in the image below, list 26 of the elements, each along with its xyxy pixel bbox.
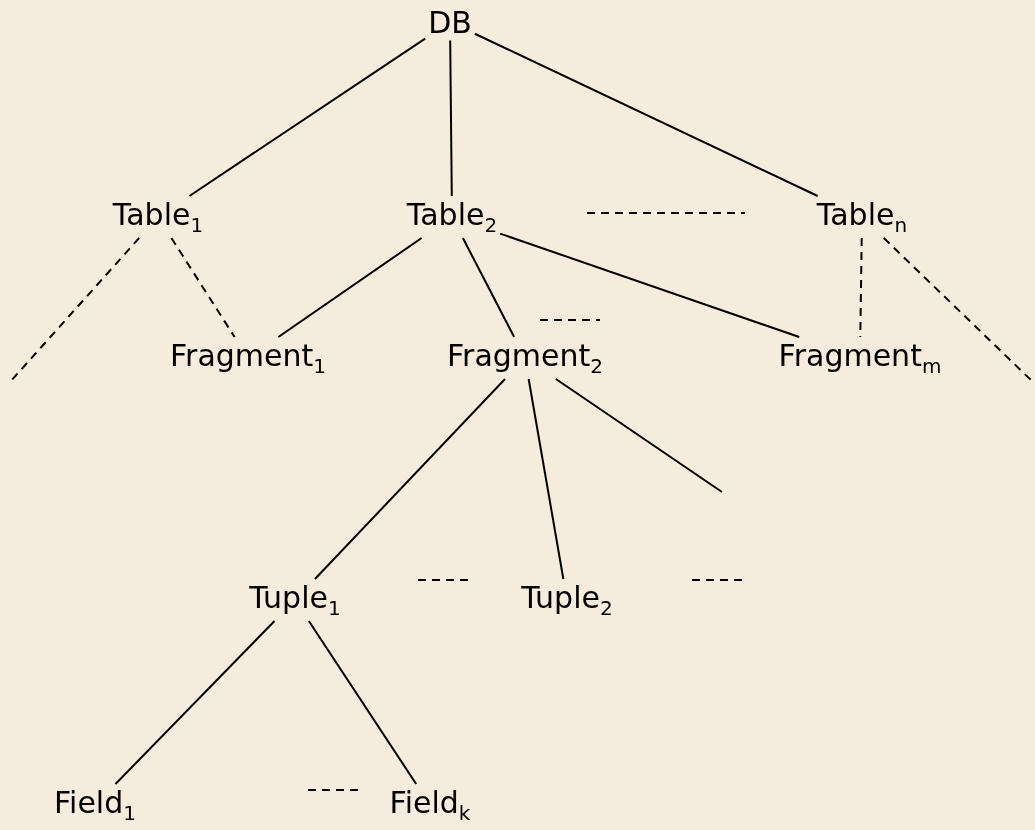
dashed-line — [882, 237, 1034, 383]
node-label: Table$_{n}$ — [815, 198, 909, 236]
node-label: Fragment$_{m}$ — [777, 339, 943, 377]
connector-line — [499, 232, 801, 338]
dashed-line — [170, 237, 236, 338]
node-label: Fragment$_{2}$ — [446, 339, 604, 377]
connector-line — [473, 32, 819, 197]
connector-line — [313, 378, 507, 580]
dashed-line — [859, 237, 863, 338]
node-label: Field$_{k}$ — [388, 786, 472, 824]
connector-line — [188, 37, 427, 197]
node-label: Table$_{1}$ — [111, 198, 205, 236]
connector-line — [527, 378, 565, 580]
connector-line — [114, 620, 276, 785]
node-label: Tuple$_{1}$ — [248, 581, 342, 619]
dashed-line — [9, 237, 141, 383]
connector-line — [449, 39, 453, 197]
connector-line — [461, 237, 516, 338]
node-label: Field$_{1}$ — [53, 786, 137, 824]
connector-line — [307, 620, 418, 785]
node-label: DB — [427, 5, 473, 39]
connector-line — [277, 237, 423, 338]
connector-line — [554, 378, 723, 493]
node-label: Tuple$_{2}$ — [520, 581, 614, 619]
node-label: Table$_{2}$ — [405, 198, 499, 236]
node-label: Fragment$_{1}$ — [169, 339, 327, 377]
